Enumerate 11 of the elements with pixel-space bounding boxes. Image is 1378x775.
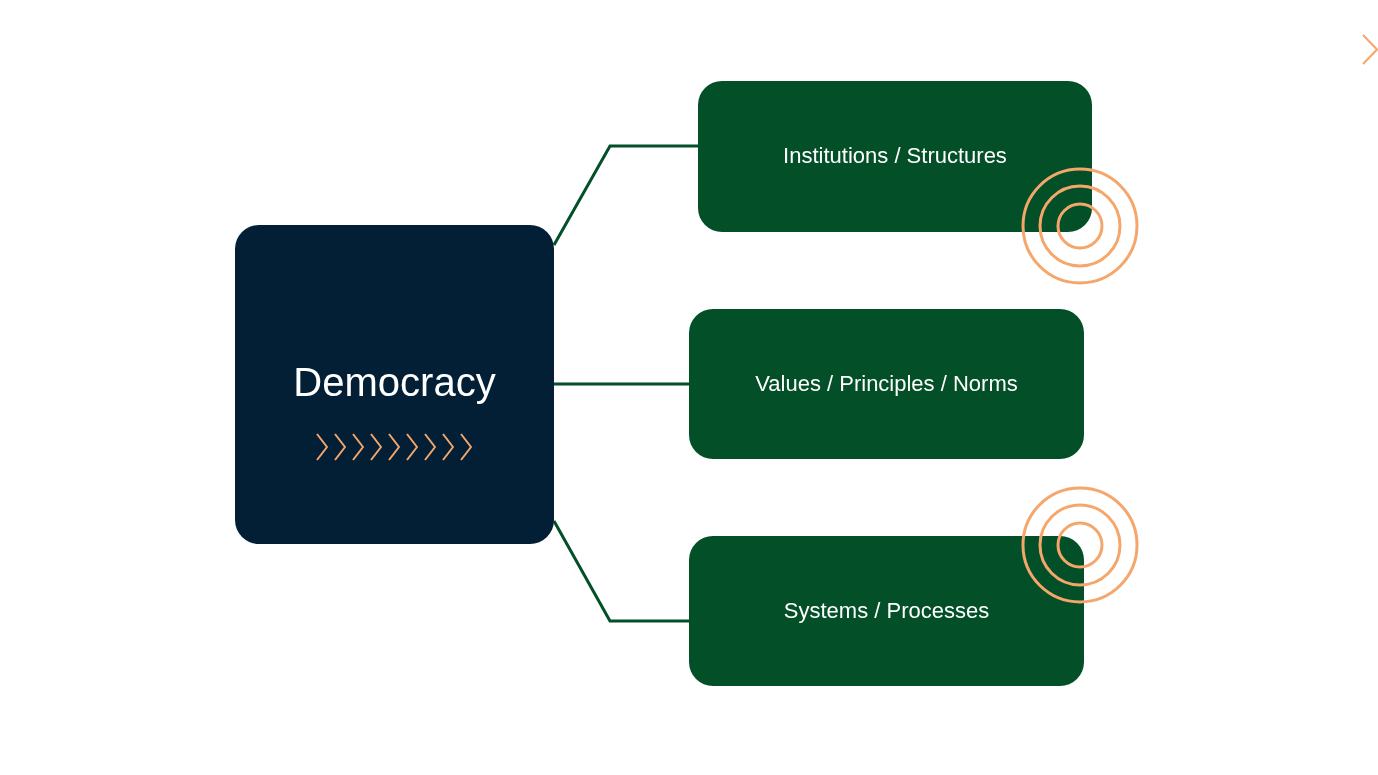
connector-line [552, 520, 689, 623]
node-title: Systems / Processes [783, 597, 990, 625]
node-title: Institutions / Structures [783, 143, 1007, 170]
main-topic-box [235, 225, 554, 544]
category-box [698, 81, 1092, 232]
connector-line [552, 144, 698, 246]
node-title: Values / Principles / Norms [755, 370, 1018, 398]
connector-line [554, 382, 689, 386]
node-title: Democracy [293, 358, 496, 406]
category-box [689, 309, 1084, 459]
category-box [689, 536, 1084, 686]
